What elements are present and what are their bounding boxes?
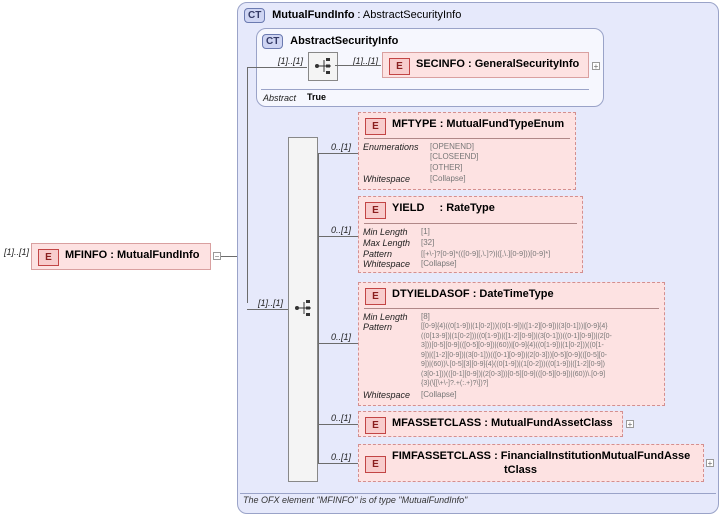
element-type: : FinancialInstitutionMutualFundAsse bbox=[494, 450, 691, 462]
footer-description: The OFX element "MFINFO" is of type "Mut… bbox=[243, 495, 468, 505]
sequence-compositor[interactable] bbox=[288, 137, 318, 482]
property-label: Enumerations bbox=[363, 142, 419, 152]
secinfo-multiplicity: [1]..[1] bbox=[353, 56, 379, 66]
complex-type-name: MutualFundInfo bbox=[272, 9, 355, 21]
connector-line bbox=[221, 256, 237, 257]
property-label: Whitespace bbox=[363, 390, 411, 400]
fimfassetclass-multiplicity: 0..[1] bbox=[331, 452, 352, 462]
element-type-continued: tClass bbox=[504, 464, 538, 476]
property-value: [1] bbox=[421, 227, 430, 236]
abstract-value: True bbox=[307, 92, 327, 102]
property-label: Pattern bbox=[363, 322, 393, 332]
property-value: [Collapse] bbox=[430, 174, 466, 183]
element-icon: E bbox=[365, 202, 386, 219]
element-type: : GeneralSecurityInfo bbox=[467, 58, 580, 70]
element-icon: E bbox=[365, 118, 386, 135]
complex-type-icon: CT bbox=[262, 34, 284, 49]
property-value: [CLOSEEND] bbox=[430, 152, 479, 161]
complex-type-base: : AbstractSecurityInfo bbox=[357, 9, 462, 21]
property-label: Pattern bbox=[363, 249, 393, 259]
collapse-icon[interactable]: − bbox=[213, 252, 221, 261]
pattern-value: [[0-9]{4}((0[1-9])|(1[0-2]))((0[1-9])|([… bbox=[421, 323, 612, 387]
element-type: : MutualFundTypeEnum bbox=[439, 118, 565, 130]
yield-multiplicity: 0..[1] bbox=[331, 225, 352, 235]
connector-line bbox=[247, 309, 288, 310]
sequence-icon bbox=[295, 300, 311, 316]
element-type: : MutualFundAssetClass bbox=[484, 417, 613, 429]
property-value: [Collapse] bbox=[421, 390, 457, 399]
abstract-label: Abstract bbox=[263, 93, 297, 103]
expand-icon[interactable]: + bbox=[706, 459, 714, 468]
property-label: Whitespace bbox=[363, 259, 411, 269]
property-value: [8] bbox=[421, 312, 430, 321]
yield-element[interactable]: E YIELD : RateType Min Length [1] Max Le… bbox=[358, 196, 583, 273]
element-name: MFINFO bbox=[65, 249, 108, 261]
element-name: SECINFO bbox=[416, 58, 465, 70]
property-value: [Collapse] bbox=[421, 259, 457, 268]
element-name: YIELD bbox=[392, 202, 425, 214]
footer-separator bbox=[240, 493, 716, 494]
dtyieldasof-multiplicity: 0..[1] bbox=[331, 332, 352, 342]
sequence-multiplicity: [1]..[1] bbox=[258, 298, 284, 308]
element-name: MFTYPE bbox=[392, 118, 437, 130]
element-type: : MutualFundInfo bbox=[110, 249, 200, 261]
sequence-multiplicity: [1]..[1] bbox=[278, 56, 304, 66]
element-name: DTYIELDASOF bbox=[392, 288, 470, 300]
mftype-multiplicity: 0..[1] bbox=[331, 142, 352, 152]
dtyieldasof-element[interactable]: E DTYIELDASOF : DateTimeType Min Length … bbox=[358, 282, 665, 406]
element-icon: E bbox=[365, 288, 386, 305]
expand-icon[interactable]: + bbox=[592, 62, 600, 71]
root-multiplicity: [1]..[1] bbox=[4, 247, 30, 257]
element-name: MFASSETCLASS bbox=[392, 417, 482, 429]
element-icon: E bbox=[38, 249, 59, 266]
property-label: Whitespace bbox=[363, 174, 411, 184]
connector-line bbox=[335, 65, 381, 66]
element-icon: E bbox=[365, 417, 386, 434]
element-type: : DateTimeType bbox=[472, 288, 554, 300]
element-icon: E bbox=[365, 456, 386, 473]
mfassetclass-multiplicity: 0..[1] bbox=[331, 413, 352, 423]
property-value: [OPENEND] bbox=[430, 142, 475, 151]
property-value: [[+\-]?[0-9]*(([0-9][,\.]?)|([,\.][0-9])… bbox=[421, 249, 551, 258]
element-name: FIMFASSETCLASS bbox=[392, 450, 492, 462]
element-icon: E bbox=[389, 58, 410, 75]
mfinfo-element[interactable]: E MFINFO : MutualFundInfo bbox=[31, 243, 211, 270]
connector-line bbox=[247, 67, 307, 68]
expand-icon[interactable]: + bbox=[626, 420, 634, 429]
secinfo-element[interactable]: E SECINFO : GeneralSecurityInfo bbox=[382, 52, 589, 78]
connector-line bbox=[247, 67, 248, 303]
complex-type-icon: CT bbox=[244, 8, 266, 23]
complex-type-name: AbstractSecurityInfo bbox=[290, 35, 399, 47]
mfassetclass-element[interactable]: E MFASSETCLASS : MutualFundAssetClass bbox=[358, 411, 623, 437]
sequence-icon bbox=[315, 58, 331, 74]
property-label: Min Length bbox=[363, 227, 408, 237]
complex-type-abstractsecurityinfo: CT AbstractSecurityInfo [1]..[1] [1]..[1… bbox=[256, 28, 604, 107]
property-label: Min Length bbox=[363, 312, 408, 322]
fimfassetclass-element[interactable]: E FIMFASSETCLASS : FinancialInstitutionM… bbox=[358, 444, 704, 482]
mftype-element[interactable]: E MFTYPE : MutualFundTypeEnum Enumeratio… bbox=[358, 112, 576, 190]
property-value: [32] bbox=[421, 238, 435, 247]
connector-line bbox=[318, 153, 319, 464]
property-label: Max Length bbox=[363, 238, 411, 248]
element-type: : RateType bbox=[439, 202, 495, 214]
property-value: [OTHER] bbox=[430, 163, 463, 172]
sequence-compositor[interactable] bbox=[308, 52, 338, 81]
